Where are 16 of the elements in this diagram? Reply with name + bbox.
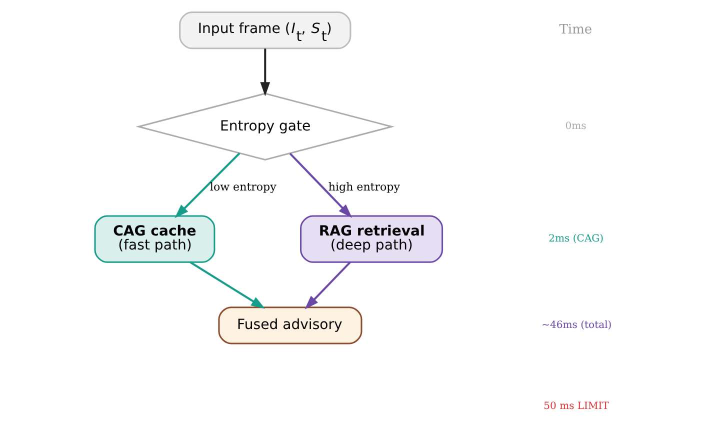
edge-label: high entropy (328, 180, 400, 194)
label: 50 ms LIMIT (544, 401, 609, 412)
label: ~46ms (total) (542, 320, 612, 331)
node-box: Fused advisory (218, 306, 362, 344)
arrow (260, 48, 270, 96)
label: 0ms (565, 121, 586, 132)
arrow (190, 261, 266, 309)
arrow (174, 152, 240, 218)
label: Time (559, 22, 592, 38)
arrow (289, 152, 352, 218)
node-diamond: Entropy gate (136, 92, 395, 161)
edge-label: low entropy (210, 180, 276, 194)
node-box: RAG retrieval (deep path) (300, 215, 444, 263)
label: 2ms (CAG) (548, 234, 604, 245)
arrow (304, 262, 351, 310)
node-box: CAG cache (fast path) (94, 215, 216, 263)
